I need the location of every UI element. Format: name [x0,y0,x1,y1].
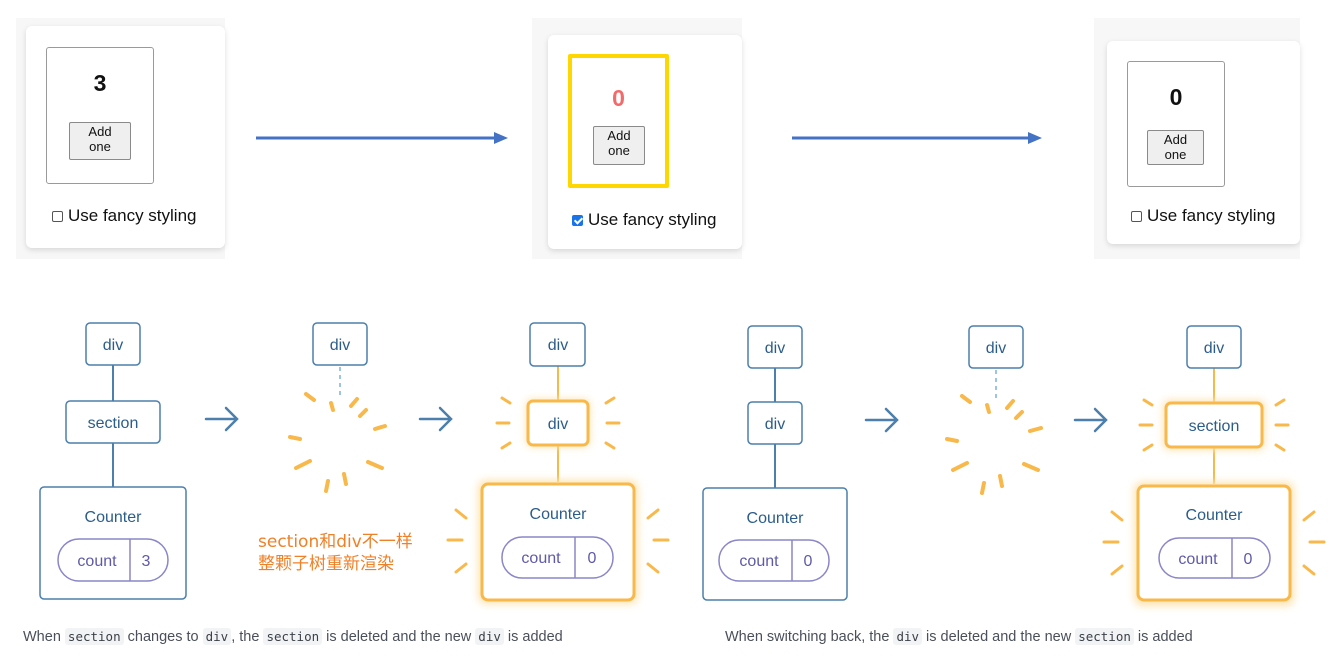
count-state-value: 0 [804,553,813,570]
sparkle-icon [1102,398,1326,576]
div-node-label: div [765,416,785,433]
tree-deleting-2: div [945,325,1043,495]
caption-text: is deleted and the new [322,629,476,645]
annotation-note: section和div不一样 整颗子树重新渲染 [258,531,413,575]
count-state-pill [718,539,830,582]
new-section-node [1164,401,1264,449]
fancy-checkbox-label: Use fancy styling [68,206,197,225]
caption-text: changes to [123,629,203,645]
arrow-right-icon [792,132,1042,144]
annotation-line-1: section和div不一样 [258,532,413,552]
caption-code: div [202,628,232,645]
count-state-label: count [77,553,117,570]
caption-text: is added [503,629,563,645]
count-state-label: count [521,550,561,567]
count-number: 3 [93,70,107,96]
counter-node-label: Counter [1186,507,1244,524]
count-state-label: count [739,553,779,570]
div-node [312,322,368,366]
caption-right: When switching back, the div is deleted … [725,628,1193,645]
fancy-checkbox-label: Use fancy styling [1147,206,1276,225]
add-one-button[interactable]: Add one [593,126,645,165]
section-node-label: section [88,415,139,432]
div-node [529,322,586,367]
add-one-label-line1: Add [607,128,631,143]
fancy-checkbox[interactable] [52,210,63,222]
tree-deleting: div [288,322,387,493]
div-node-label: div [765,340,785,357]
poof-burst-icon [288,392,387,493]
fancy-checkbox-row[interactable]: Use fancy styling [1131,206,1276,226]
caption-text: is added [1133,629,1193,645]
tree-after-switch-back: div section Counter count 0 [1102,325,1326,606]
fancy-checkbox-row[interactable]: Use fancy styling [572,210,717,230]
fancy-checkbox-label: Use fancy styling [588,210,717,229]
new-section-node-label: section [1189,418,1240,435]
fancy-checkbox-row[interactable]: Use fancy styling [52,206,197,226]
arrow-right-icon [864,407,899,433]
section-node [65,400,161,444]
caption-code: div [475,628,504,645]
div-node-label: div [1204,340,1224,357]
add-one-label-line1: Add [88,124,112,139]
div-node-label: div [986,340,1006,357]
arrow-right-icon [204,406,239,432]
counter-box-1: 3 Add one [46,47,154,184]
add-one-button[interactable]: Add one [69,122,131,160]
caption-text: When switching back, the [725,629,894,645]
div-node [85,322,141,366]
counter-box-2: 0 Add one [568,54,669,188]
caption-text: is deleted and the new [922,629,1076,645]
caption-text: When [23,629,65,645]
annotation-line-2: 整颗子树重新渲染 [258,554,394,574]
count-state-label: count [1178,551,1218,568]
new-div-node [526,399,590,447]
arrow-right-icon [1073,407,1108,433]
counter-node-label: Counter [530,506,588,523]
tree-after: div div Counter count 0 [446,322,670,604]
div-node [1186,325,1242,369]
counter-node-label: Counter [85,509,143,526]
new-div-node-label: div [548,416,568,433]
caption-code: section [263,628,323,645]
count-state-pill [1158,537,1271,579]
tree-before-switch-back: div div Counter count 0 [702,325,848,601]
fancy-checkbox[interactable] [1131,210,1142,222]
counter-box-3: 0 Add one [1127,61,1225,187]
arrow-right-icon [418,406,453,432]
sparkle-icon [446,396,670,574]
add-one-button[interactable]: Add one [1147,130,1204,165]
arrow-right-icon [256,132,508,144]
div-node-label: div [330,337,350,354]
div-node [968,325,1024,369]
add-one-label-line2: one [1164,147,1187,162]
count-state-pill [501,536,614,579]
div-node [747,401,803,445]
count-number: 0 [1169,84,1183,110]
add-one-label-line2: one [608,143,630,158]
div-node-label: div [548,337,568,354]
counter-node-label: Counter [747,510,805,527]
fancy-checkbox-checked[interactable] [572,214,583,226]
count-number: 0 [612,85,625,111]
count-state-value: 0 [588,550,597,567]
caption-code: div [893,628,923,645]
tree-before: div section Counter count 3 [39,322,187,600]
caption-left: When section changes to div, the section… [23,628,563,645]
caption-code: section [1075,628,1134,645]
add-one-label-line1: Add [1163,132,1188,147]
count-state-value: 3 [142,553,151,570]
poof-burst-icon [945,394,1043,495]
count-state-value: 0 [1244,551,1253,568]
div-node-label: div [103,337,123,354]
count-state-pill [57,538,169,582]
caption-code: section [64,628,124,645]
div-node [747,325,803,369]
caption-text: , the [231,629,264,645]
add-one-label-line2: one [89,139,111,154]
